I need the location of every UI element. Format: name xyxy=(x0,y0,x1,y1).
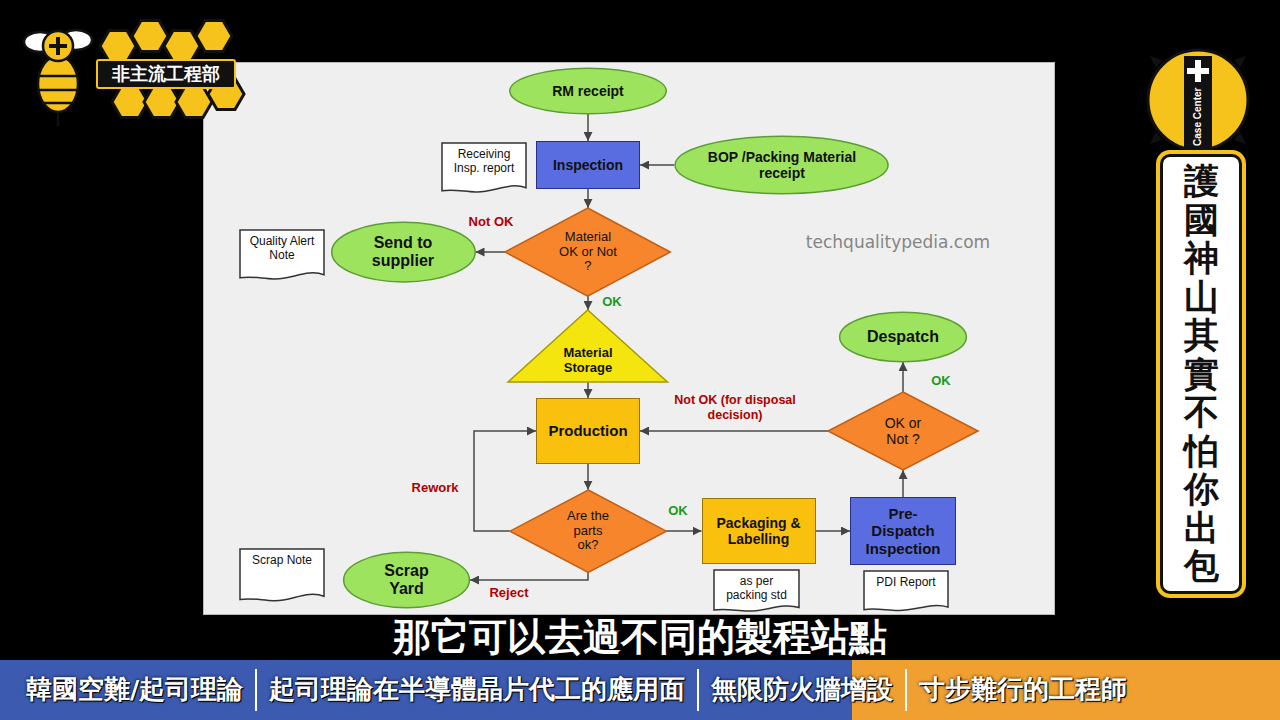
edge-label: OK xyxy=(929,373,953,389)
topic-tab: 起司理論在半導體晶片代工的應用面 xyxy=(257,675,697,704)
node-text: Production xyxy=(548,422,627,439)
node-text: RM receipt xyxy=(552,83,624,99)
flow-connector xyxy=(476,251,506,253)
edge-label: OK xyxy=(600,294,624,310)
shape-outline xyxy=(508,310,667,382)
edge-label: Not OK (for disposal decision) xyxy=(647,393,823,423)
topic-bar: 韓國空難/起司理論起司理論在半導體晶片代工的應用面無限防火牆增設寸步難行的工程師 xyxy=(0,660,1280,720)
shape-outline xyxy=(240,230,324,279)
process-box: Production xyxy=(536,398,640,464)
node-text: Despatch xyxy=(867,328,939,346)
document-shape: PDI Report xyxy=(864,571,948,613)
brand-tag: Case Center xyxy=(1184,83,1212,151)
flow-connector xyxy=(587,114,589,141)
shape-outline xyxy=(240,549,324,601)
decision-diamond: Are the parts ok? xyxy=(510,490,666,572)
terminal-ellipse: Send to supplier xyxy=(331,222,476,282)
node-text: PDI Report xyxy=(876,576,935,590)
node-text: BOP /Packing Material receipt xyxy=(707,149,857,181)
node-text: Quality Alert Note xyxy=(246,235,318,263)
edge-label: Reject xyxy=(487,585,530,601)
node-text: Inspection xyxy=(553,157,623,173)
topic-tab: 寸步難行的工程師 xyxy=(907,675,1139,704)
tab-divider xyxy=(697,669,699,711)
node-text: 非主流工程部 xyxy=(112,64,220,85)
node-text: Packaging & Labelling xyxy=(709,515,809,547)
flow-connector xyxy=(816,530,851,532)
storage-triangle: Material Storage xyxy=(508,310,667,382)
flow-connector xyxy=(587,464,589,490)
edge-label: Rework xyxy=(410,480,461,496)
node-text: as per packing std xyxy=(721,575,793,603)
shape-outline xyxy=(331,222,474,282)
node-text: Case Center xyxy=(1192,88,1204,146)
node-text: 寸步難行的工程師 xyxy=(919,675,1127,704)
input-ellipse: BOP /Packing Material receipt xyxy=(674,136,889,194)
document-shape: Quality Alert Note xyxy=(240,230,324,282)
decision-diamond: Material OK or Not ? xyxy=(505,208,670,296)
node-text: Material OK or Not ? xyxy=(557,230,619,275)
process-box: Inspection xyxy=(536,141,640,189)
flow-connector xyxy=(640,430,828,432)
shape-outline xyxy=(675,136,888,193)
flow-connector xyxy=(902,470,904,497)
process-box: Pre-Dispatch Inspection xyxy=(850,497,956,565)
watermark: techqualitypedia.com xyxy=(806,232,990,252)
shape-outline xyxy=(828,392,978,470)
shape-outline xyxy=(442,143,526,192)
flow-connector xyxy=(587,382,589,398)
shape-outline xyxy=(840,312,967,362)
terminal-ellipse: Despatch xyxy=(839,312,967,362)
logo-box: 非主流工程部 xyxy=(96,59,236,90)
process-box: Packaging & Labelling xyxy=(702,498,816,564)
document-shape: Receiving Insp. report xyxy=(442,143,526,195)
node-text: Are the parts ok? xyxy=(562,509,614,554)
document-shape: Scrap Note xyxy=(240,549,324,604)
edge-label: Not OK xyxy=(467,214,516,230)
title-band: 護國神山其實不怕你出包 xyxy=(1160,154,1242,594)
start-ellipse: RM receipt xyxy=(509,68,667,114)
node-text: 護國神山其實不怕你出包 xyxy=(1184,162,1219,586)
decision-diamond: OK or Not ? xyxy=(828,392,978,470)
edge-label: OK xyxy=(666,503,690,519)
flow-connector xyxy=(587,296,589,310)
tab-divider xyxy=(905,669,907,711)
shape-outline xyxy=(714,570,799,611)
flow-connector xyxy=(902,362,904,392)
document-shape: as per packing std xyxy=(714,570,799,614)
tab-divider xyxy=(255,669,257,711)
topic-tab: 無限防火牆增設 xyxy=(699,675,905,704)
shape-outline xyxy=(505,208,670,296)
node-text: 起司理論在半導體晶片代工的應用面 xyxy=(269,675,685,704)
flow-connector xyxy=(666,530,701,532)
topic-tab: 韓國空難/起司理論 xyxy=(14,675,255,704)
node-text: 無限防火牆增設 xyxy=(711,675,893,704)
flow-connector xyxy=(640,164,674,166)
node-text: Send to supplier xyxy=(358,234,448,271)
node-text: Scrap Yard xyxy=(371,562,441,599)
subtitle: 那它可以去過不同的製程站點 xyxy=(0,616,1280,658)
node-text: Scrap Note xyxy=(252,554,312,568)
flow-connector xyxy=(470,572,588,580)
shape-outline xyxy=(344,552,470,607)
shape-outline xyxy=(864,571,948,611)
flow-connector xyxy=(587,189,589,208)
flow-connector xyxy=(474,431,536,531)
shape-outline xyxy=(510,490,666,572)
node-text: Pre-Dispatch Inspection xyxy=(858,505,948,557)
node-text: Material Storage xyxy=(553,346,623,376)
terminal-ellipse: Scrap Yard xyxy=(343,552,470,608)
node-text: 韓國空難/起司理論 xyxy=(26,675,243,704)
node-text: OK or Not ? xyxy=(878,415,928,447)
shape-outline xyxy=(510,68,666,114)
node-text: Receiving Insp. report xyxy=(448,148,520,176)
